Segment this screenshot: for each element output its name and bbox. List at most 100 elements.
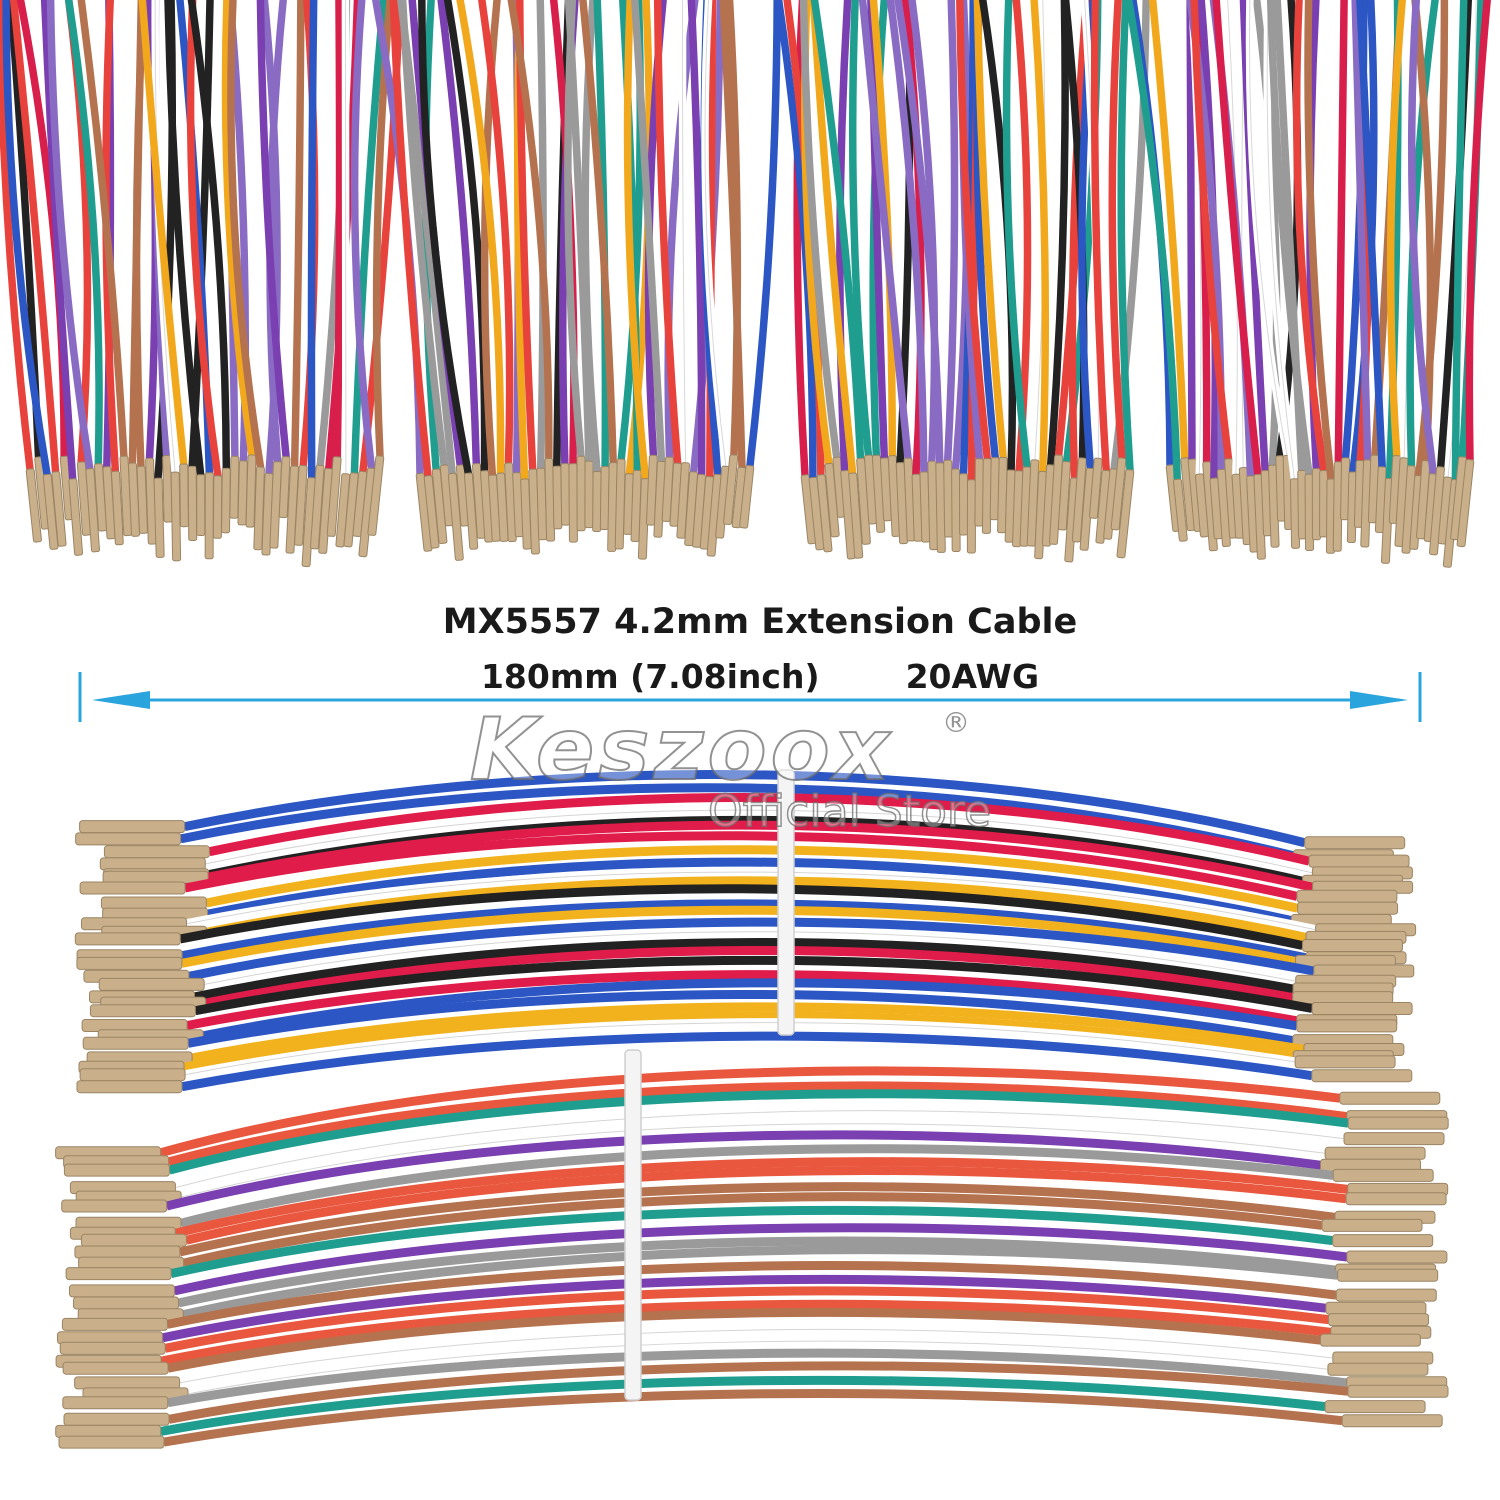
terminal-pin [1110, 457, 1127, 531]
terminal-pin [463, 472, 479, 550]
top-wire-outline [682, 0, 687, 463]
terminal-left [61, 1317, 168, 1331]
cable-tie [777, 769, 795, 1036]
terminal-pin [848, 472, 864, 559]
top-wire [1239, 0, 1269, 475]
top-wire [456, 0, 505, 477]
top-wire-outline [704, 0, 727, 467]
top-wire [1108, 0, 1126, 462]
brand-watermark: Keszoox [469, 699, 894, 801]
terminal-pin [278, 456, 291, 519]
top-wire [187, 0, 231, 473]
top-wire-outline [1249, 0, 1288, 456]
terminal-pin [676, 462, 690, 539]
top-wire [793, 0, 809, 479]
bundle-wire [166, 1261, 1337, 1329]
terminal-left [59, 1341, 166, 1355]
bundle-wire [159, 1066, 1341, 1158]
terminal-pin [1456, 458, 1475, 548]
bundle-wire [181, 899, 1307, 963]
top-wire [290, 0, 305, 470]
top-wire [653, 0, 682, 467]
top-wire [1090, 0, 1110, 475]
bundle-wire [168, 1089, 1349, 1175]
terminal-left [62, 1361, 169, 1375]
terminal-right [1311, 1069, 1413, 1083]
top-wire [623, 0, 650, 483]
top-wire [1304, 0, 1335, 483]
top-wire [437, 0, 481, 468]
terminal-pin [326, 456, 342, 537]
terminal-pin [310, 464, 325, 550]
top-wire [132, 0, 148, 471]
top-wire [397, 0, 456, 478]
top-wire [1356, 0, 1386, 471]
top-wire [1451, 0, 1468, 484]
top-wire [1266, 0, 1313, 478]
top-wire [1386, 0, 1407, 460]
bundle-wire [191, 1002, 1305, 1063]
terminal-pin [739, 464, 755, 529]
terminal-right [1327, 1362, 1429, 1376]
terminal-pin [245, 454, 257, 528]
terminal-left [75, 832, 182, 846]
bundle-wire [205, 845, 1299, 913]
terminal-pin [25, 468, 42, 543]
top-wire [77, 0, 128, 460]
top-wire-outline [1266, 0, 1295, 479]
bundle-wire [194, 955, 1313, 1016]
top-wire [908, 0, 939, 465]
terminal-left [76, 956, 183, 970]
terminal-pin [367, 455, 385, 536]
bundle-wire [207, 820, 1314, 892]
top-wire [418, 0, 473, 477]
top-wire [256, 0, 290, 461]
terminal-left [58, 1435, 165, 1449]
bundle-wire [163, 1388, 1343, 1447]
top-wire [810, 0, 865, 463]
bundle-wire [173, 1223, 1348, 1296]
store-watermark: Official Store [707, 785, 992, 838]
terminal-right [1319, 1333, 1421, 1347]
terminal-pin [153, 477, 165, 558]
bundle-wire [181, 1031, 1313, 1092]
top-wire [186, 0, 222, 480]
terminal-right [1324, 1400, 1426, 1414]
bundle-wire [161, 1274, 1327, 1343]
bundle-wire [187, 990, 1294, 1048]
top-wire-fans [0, 0, 1491, 568]
terminal-pin [42, 473, 59, 550]
top-wire [1068, 0, 1091, 482]
bundle-wire [183, 770, 1306, 848]
top-wire [307, 0, 318, 482]
top-wire [973, 0, 1007, 462]
bundle-wire [184, 831, 1298, 901]
bundle-wire [170, 1205, 1334, 1278]
bundle-wire [177, 1236, 1337, 1308]
top-wire [858, 0, 912, 462]
terminal-left [79, 881, 186, 895]
terminal-right [1343, 1132, 1445, 1146]
bundle-wire-outline [204, 931, 1296, 985]
bundle-wire [206, 857, 1293, 925]
terminal-pin [253, 466, 265, 551]
top-wire [164, 0, 205, 479]
cable-tie [624, 1049, 642, 1401]
top-wire [848, 0, 873, 459]
bundle-wire [164, 1286, 1330, 1353]
top-wire [2, 0, 51, 479]
bundle-wire [208, 793, 1311, 866]
terminal-right [1347, 1384, 1449, 1398]
terminal-right [1304, 836, 1406, 850]
terminal-right [1332, 1168, 1434, 1182]
terminal-left [65, 1267, 172, 1281]
terminal-right [1341, 1414, 1443, 1428]
top-wire [1407, 0, 1438, 478]
top-wire [40, 0, 77, 483]
top-wire [579, 0, 617, 467]
top-wire [809, 0, 857, 477]
top-wire [1351, 0, 1372, 464]
bundle-wire [182, 1245, 1339, 1320]
bundle-wire [167, 1348, 1348, 1408]
